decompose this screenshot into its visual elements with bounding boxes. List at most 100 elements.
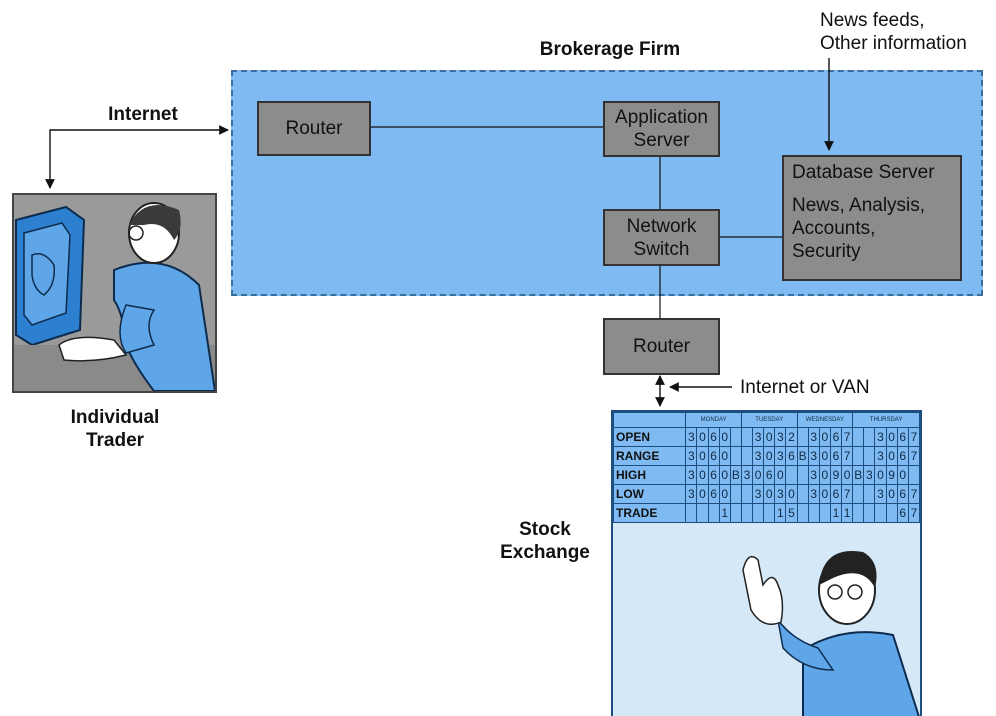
quote-cell: 6	[707, 446, 720, 466]
network-switch-line1: Network	[626, 215, 697, 237]
quote-cell: 0	[874, 465, 887, 485]
quote-cell: 3	[863, 465, 876, 485]
quote-cell: 0	[885, 484, 898, 504]
quote-cell	[907, 465, 920, 485]
quote-cell: 1	[829, 503, 843, 523]
quote-day-header: TUESDAY	[740, 412, 798, 428]
stock-exchange-line1: Stock	[519, 519, 571, 540]
router-firm-label: Router	[285, 118, 343, 139]
quote-cell: 6	[829, 427, 843, 447]
quote-cell: B	[796, 446, 809, 466]
quote-cell	[796, 484, 809, 504]
database-server-line1: News, Analysis,	[792, 195, 926, 216]
quote-row-label: RANGE	[613, 446, 687, 466]
quote-cell	[707, 503, 720, 523]
quote-row-label: HIGH	[613, 465, 687, 485]
internet-label: Internet	[108, 104, 178, 125]
internet-or-van-label: Internet or VAN	[740, 377, 870, 398]
quote-cell: B	[852, 465, 865, 485]
quote-row-label: TRADE	[613, 503, 687, 523]
quote-cell: 7	[841, 484, 854, 504]
quote-cell: 6	[896, 503, 909, 523]
quote-cell: 3	[774, 446, 787, 466]
quote-cell: 3	[774, 484, 787, 504]
quote-cell	[852, 446, 865, 466]
quote-cell	[785, 465, 798, 485]
quote-cell: 1	[718, 503, 731, 523]
quote-cell: 3	[874, 427, 887, 447]
database-server-title: Database Server	[792, 162, 935, 183]
quote-cell: 0	[752, 465, 765, 485]
quote-cell	[863, 427, 876, 447]
quote-cell: 2	[785, 427, 798, 447]
quote-cell: 3	[752, 484, 765, 504]
quote-cell: 3	[685, 484, 698, 504]
news-feeds-line1: News feeds,	[820, 10, 925, 31]
quote-cell: 0	[696, 427, 709, 447]
quote-cell: 0	[763, 484, 776, 504]
internet-link	[45, 125, 229, 189]
quote-cell	[729, 503, 742, 523]
individual-trader-line2: Trader	[85, 430, 145, 451]
quote-row-label: OPEN	[613, 427, 687, 447]
quote-cell: 7	[907, 427, 920, 447]
quote-cell	[796, 465, 809, 485]
quote-cell: 0	[885, 427, 898, 447]
quote-cell	[696, 503, 709, 523]
quote-cell: 0	[763, 427, 776, 447]
quote-cell: 6	[896, 484, 909, 504]
quote-cell	[740, 484, 754, 504]
quote-cell	[796, 427, 809, 447]
quote-cell: 0	[718, 446, 731, 466]
quote-cell: 0	[718, 484, 731, 504]
quote-cell: 0	[774, 465, 787, 485]
quote-cell: 3	[807, 484, 820, 504]
quote-cell: 0	[696, 465, 709, 485]
quote-day-header: WEDNESDAY	[796, 412, 854, 428]
quote-cell: 3	[752, 446, 765, 466]
network-switch-line2: Switch	[633, 238, 690, 260]
quote-cell	[685, 503, 698, 523]
app-server-line2: Server	[633, 130, 690, 151]
quote-cell	[863, 484, 876, 504]
quote-cell	[874, 503, 887, 523]
quote-cell	[740, 427, 754, 447]
quote-cell: 3	[740, 465, 754, 485]
router-exchange-label: Router	[632, 336, 691, 357]
quote-cell: 9	[885, 465, 898, 485]
quote-cell: 3	[774, 427, 787, 447]
quote-header-blank	[613, 412, 687, 428]
news-feeds-label: News feeds, Other information	[820, 9, 996, 55]
quote-cell	[885, 503, 898, 523]
quote-cell: 7	[841, 446, 854, 466]
quote-cell: 0	[696, 446, 709, 466]
quote-cell: 1	[841, 503, 854, 523]
quote-cell: 0	[818, 484, 831, 504]
quote-row-label: LOW	[613, 484, 687, 504]
news-feeds-line2: Other information	[820, 33, 967, 54]
quote-cell	[863, 446, 876, 466]
quote-cell	[852, 484, 865, 504]
quote-cell: 6	[896, 427, 909, 447]
quote-cell: B	[729, 465, 742, 485]
quote-cell: 1	[774, 503, 787, 523]
quote-cell: 6	[707, 484, 720, 504]
quote-cell	[729, 427, 742, 447]
app-server-line1: Application	[615, 107, 708, 128]
quote-cell: 6	[829, 484, 843, 504]
database-server-node: Database Server News, Analysis, Accounts…	[782, 155, 962, 281]
quote-cell: 3	[752, 427, 765, 447]
quote-cell: 0	[841, 465, 854, 485]
quote-cell: 3	[807, 427, 820, 447]
quote-cell: 6	[707, 465, 720, 485]
quote-cell: 0	[696, 484, 709, 504]
quote-cell	[807, 503, 820, 523]
quote-cell	[852, 503, 865, 523]
quote-cell	[763, 503, 776, 523]
